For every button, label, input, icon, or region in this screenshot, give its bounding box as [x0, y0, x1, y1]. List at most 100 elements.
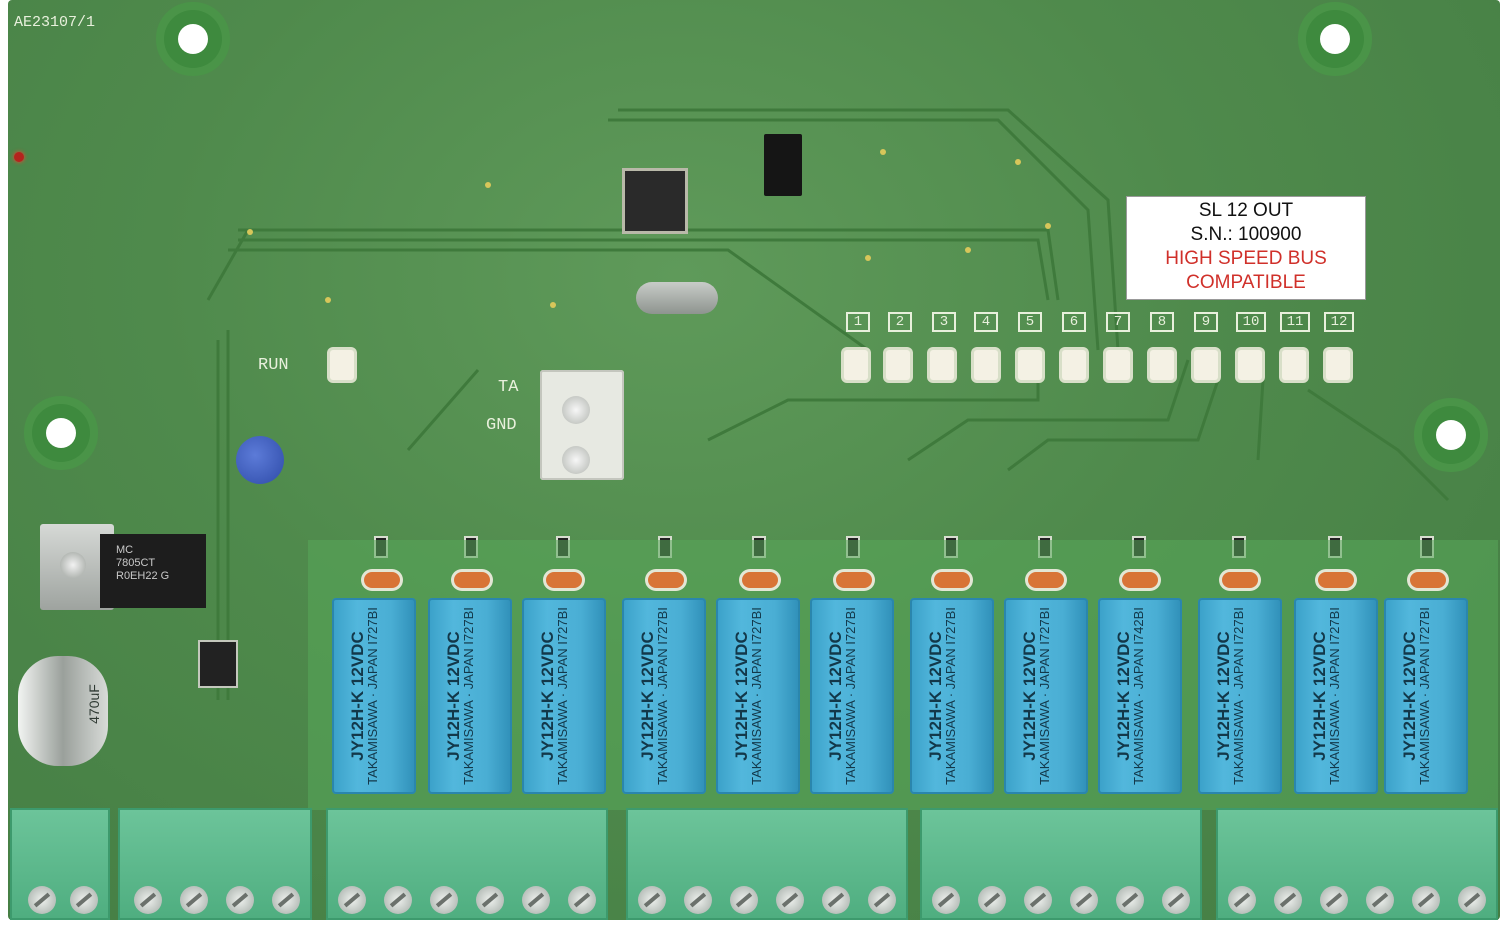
channel-led	[1062, 350, 1086, 380]
screw-icon	[868, 886, 896, 914]
screw-icon	[272, 886, 300, 914]
screw-icon	[562, 396, 590, 424]
channel-led	[1106, 350, 1130, 380]
channel-label: 4	[974, 312, 998, 332]
screw-icon	[932, 886, 960, 914]
channel-led	[1194, 350, 1218, 380]
bus-note-line1: HIGH SPEED BUS	[1165, 248, 1327, 269]
screw-icon	[134, 886, 162, 914]
channel-led	[930, 350, 954, 380]
channel-label: 2	[888, 312, 912, 332]
flyback-diode	[934, 572, 970, 588]
pcb-board: AE23107/1 RUN TA GND SL 12 OUT S.N.: 100…	[8, 0, 1500, 920]
channel-label: 3	[932, 312, 956, 332]
screw-icon	[1458, 886, 1486, 914]
screw-icon	[730, 886, 758, 914]
terminal-block-bus	[118, 808, 312, 920]
flyback-diode	[546, 572, 582, 588]
screw-icon	[1228, 886, 1256, 914]
channel-label: 1	[846, 312, 870, 332]
ta-gnd-terminal	[540, 370, 624, 480]
channel-label: 6	[1062, 312, 1086, 332]
channel-label: 11	[1280, 312, 1310, 332]
capacitor-value: 470uF	[85, 684, 102, 724]
jumper-header	[764, 134, 802, 196]
mounting-hole	[1436, 420, 1466, 450]
screw-icon	[776, 886, 804, 914]
channel-label: 10	[1236, 312, 1266, 332]
flyback-diode	[454, 572, 490, 588]
regulator-line3: R0EH22 G	[116, 570, 170, 582]
channel-led	[1326, 350, 1350, 380]
flyback-diode	[1222, 572, 1258, 588]
transceiver-chip	[198, 640, 238, 688]
screw-icon	[430, 886, 458, 914]
mounting-hole	[1320, 24, 1350, 54]
channel-led	[1282, 350, 1306, 380]
screw-icon	[1116, 886, 1144, 914]
terminal-block-power	[10, 808, 110, 920]
mounting-hole	[178, 24, 208, 54]
channel-label: 9	[1194, 312, 1218, 332]
terminal-block-outputs-4-6	[626, 808, 908, 920]
screw-icon	[522, 886, 550, 914]
flyback-diode	[1122, 572, 1158, 588]
regulator-line1: MC	[116, 544, 134, 556]
product-label: SL 12 OUT S.N.: 100900 HIGH SPEED BUS CO…	[1126, 196, 1366, 300]
channel-led	[1018, 350, 1042, 380]
screw-icon	[338, 886, 366, 914]
channel-label: 7	[1106, 312, 1130, 332]
terminal-block-outputs-10-12	[1216, 808, 1498, 920]
part-number: AE23107/1	[14, 14, 96, 31]
gnd-label: GND	[486, 416, 517, 435]
channel-led	[886, 350, 910, 380]
terminal-block-outputs-1-3	[326, 808, 608, 920]
flyback-diode	[364, 572, 400, 588]
crystal-oscillator	[636, 282, 718, 314]
screw-icon	[384, 886, 412, 914]
small-capacitor	[236, 436, 284, 484]
screw-icon	[28, 886, 56, 914]
ta-label: TA	[498, 378, 519, 397]
flyback-diode	[1028, 572, 1064, 588]
large-capacitor: 470uF	[18, 656, 108, 766]
channel-led	[1150, 350, 1174, 380]
screw-icon	[562, 446, 590, 474]
flyback-diode	[836, 572, 872, 588]
screw-icon	[180, 886, 208, 914]
channel-label: 5	[1018, 312, 1042, 332]
screw-icon	[1162, 886, 1190, 914]
channel-led	[844, 350, 868, 380]
screw-icon	[978, 886, 1006, 914]
screw-icon	[1070, 886, 1098, 914]
regulator-line2: 7805CT	[116, 557, 156, 569]
screw-icon	[684, 886, 712, 914]
screw-icon	[1024, 886, 1052, 914]
screw-icon	[822, 886, 850, 914]
bus-note-line2: COMPATIBLE	[1186, 272, 1306, 293]
serial-number: S.N.: 100900	[1190, 224, 1302, 245]
product-model: SL 12 OUT	[1198, 200, 1294, 221]
power-led	[14, 152, 24, 162]
screw-icon	[568, 886, 596, 914]
microcontroller-chip	[622, 168, 688, 234]
flyback-diode	[742, 572, 778, 588]
channel-led	[1238, 350, 1262, 380]
flyback-diode	[648, 572, 684, 588]
channel-label: 8	[1150, 312, 1174, 332]
channel-led	[974, 350, 998, 380]
voltage-regulator: MC 7805CT R0EH22 G	[100, 534, 206, 608]
screw-icon	[226, 886, 254, 914]
screw-icon	[1274, 886, 1302, 914]
